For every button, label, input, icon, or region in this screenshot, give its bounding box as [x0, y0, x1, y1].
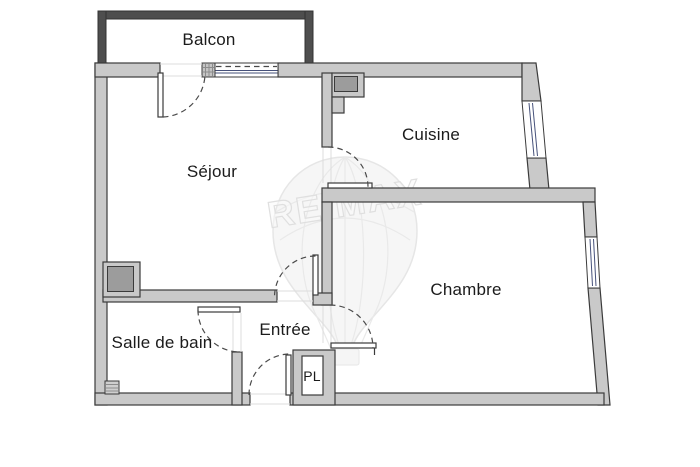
door-leaf-bathroom [197, 306, 241, 313]
wall-exterior-bottom-left [94, 392, 251, 406]
railing-top [97, 10, 314, 20]
room-label-balcon: Balcon [182, 30, 236, 49]
vent-block-bathroom [104, 380, 120, 395]
ducts [104, 62, 358, 395]
door-leaf-entrance [285, 354, 292, 396]
wall-chambre-right-lower [587, 287, 611, 406]
door-arc-entrance [248, 353, 290, 396]
wall-duct-step-cuisine [331, 96, 345, 114]
door-arc-cuisine [327, 146, 369, 188]
door-arc-balcon [162, 74, 206, 118]
wall-exterior-top-right [277, 62, 523, 78]
opening-seams [160, 63, 332, 405]
wall-sejour-cuisine [321, 72, 333, 148]
door-leaf-cuisine [327, 182, 373, 189]
window-chambre [584, 236, 601, 289]
balcony-railing [97, 10, 314, 68]
wall-cuisine-corner [521, 62, 542, 102]
wall-entree-chambre [321, 201, 333, 306]
window-balcon [214, 62, 279, 78]
placard-box [301, 355, 324, 396]
wall-chambre-right-upper [582, 201, 598, 238]
room-label-salle-de-bain: Salle de bain [111, 333, 213, 352]
room-label-cuisine: Cuisine [401, 125, 461, 144]
watermark-balloon: RE/MAX [264, 156, 426, 366]
windows [214, 62, 601, 289]
window-cuisine [521, 100, 547, 159]
door-leaf-balcon [157, 72, 164, 118]
wall-cuisine-chambre-divider [321, 187, 596, 203]
room-label-placard: PL [303, 368, 321, 384]
wall-exterior-bottom-right [289, 392, 605, 406]
door-arc-sejour-entree [273, 255, 316, 298]
door-leaf-sejour-entree [312, 254, 319, 296]
railing-right [304, 10, 314, 68]
room-label-chambre: Chambre [430, 280, 502, 299]
door-arc-chambre [329, 304, 374, 349]
railing-left [97, 10, 107, 68]
doors [157, 72, 377, 396]
wall-exterior-left [94, 62, 108, 406]
duct-block-cuisine [334, 76, 358, 92]
duct-block-sejour [107, 266, 134, 292]
door-arc-bathroom [197, 309, 241, 353]
door-leaf-chambre [330, 342, 377, 349]
wall-cuisine-right-lower [526, 157, 550, 191]
wall-entree-hinge-block [312, 292, 333, 306]
wall-bathroom-right [231, 351, 243, 406]
room-label-sejour: Séjour [186, 162, 238, 181]
wall-exterior-top-left [94, 62, 161, 78]
room-label-entree: Entrée [259, 320, 311, 339]
window-frame-block [201, 62, 216, 78]
